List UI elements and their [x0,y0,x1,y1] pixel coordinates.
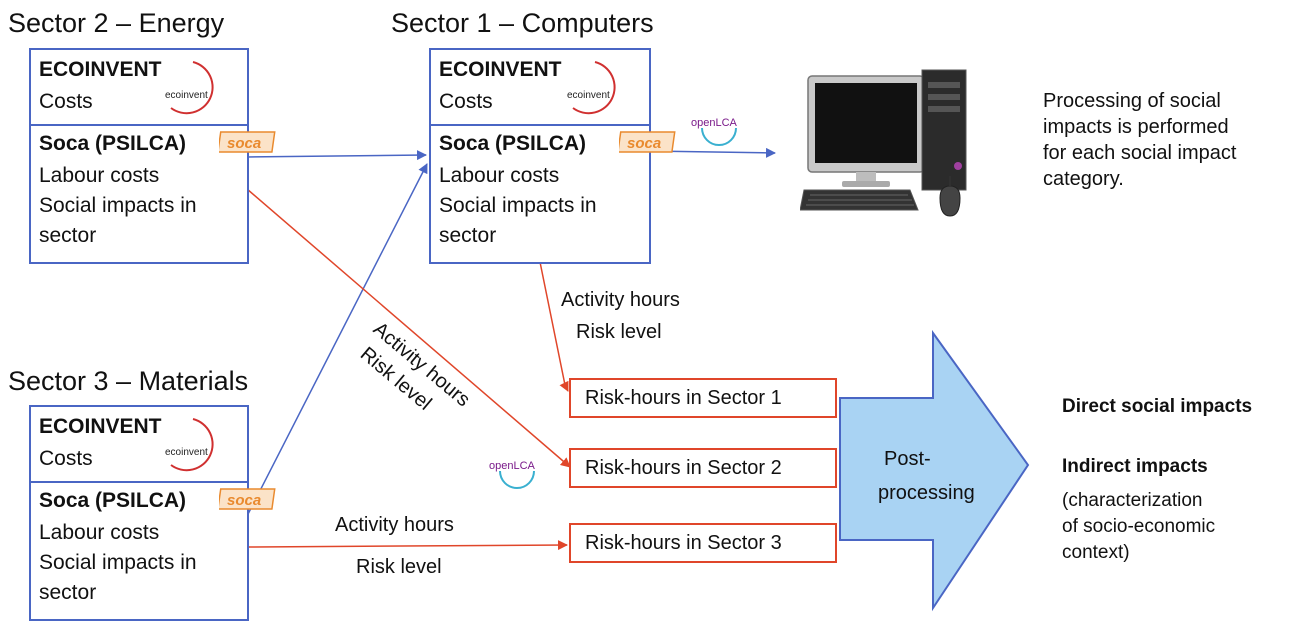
s3-risk-level-label: Risk level [356,556,442,578]
indirect-detail-line: of socio-economic [1062,516,1216,537]
svg-text:openLCA: openLCA [691,117,738,129]
ecoinvent-logo-icon: ecoinvent [165,418,214,472]
post-processing-line: Post- [884,448,931,470]
labour-costs-label: Labour costs [439,164,560,187]
labour-costs-label: Labour costs [39,164,160,187]
arrow-s3-to-s1 [245,163,428,519]
svg-text:soca: soca [227,492,261,509]
svg-text:ecoinvent: ecoinvent [567,90,610,101]
arrow-s2-to-risk2 [246,188,571,468]
post-processing-label: Post- processing [878,442,975,510]
sector-1-title: Sector 1 – Computers [391,8,654,38]
ecoinvent-section: ECOINVENT Costs ecoinvent [431,50,649,126]
sector-label: sector [39,581,97,604]
s3-activity-hours-label: Activity hours [335,514,454,536]
indirect-detail-line: (characterization [1062,490,1203,511]
processing-note: Processing of social impacts is performe… [1043,88,1236,192]
soca-logo-icon: soca [219,488,276,510]
processing-note-line: for each social impact [1043,142,1237,164]
sector-3-box: ECOINVENT Costs ecoinvent Soca (PSILCA) … [29,405,276,621]
ecoinvent-label: ECOINVENT [39,415,162,438]
risk-hours-sector-3-box: Risk-hours in Sector 3 [569,523,837,563]
arrow-s3-to-risk3 [245,540,568,551]
direct-social-impacts-label: Direct social impacts [1062,396,1253,417]
processing-note-line: Processing of social [1043,90,1221,112]
svg-text:ecoinvent: ecoinvent [165,447,208,458]
arrow-s1-to-risk1 [539,261,569,392]
post-processing-arrow [839,329,1030,612]
sector-label: sector [439,224,497,247]
arrow-s2-to-s1 [246,150,427,161]
sector-2-title: Sector 2 – Energy [8,8,225,38]
ecoinvent-section: ECOINVENT Costs ecoinvent [31,50,247,126]
openlca-logo-icon: openLCA [691,117,738,146]
s1-activity-hours-label: Activity hours [561,289,680,311]
svg-text:openLCA: openLCA [489,460,536,472]
soca-logo-icon: soca [219,131,276,153]
post-processing-line: processing [878,482,975,504]
risk-hours-sector-2-box: Risk-hours in Sector 2 [569,448,837,488]
social-impacts-label: Social impacts in [39,551,197,574]
indirect-impacts-label: Indirect impacts [1062,456,1208,477]
costs-label: Costs [439,90,493,113]
costs-label: Costs [39,447,93,470]
desktop-computer-icon [800,69,967,217]
ecoinvent-logo-icon: ecoinvent [567,61,616,115]
soca-psilca-label: Soca (PSILCA) [39,489,187,512]
risk-hours-sector-1-box: Risk-hours in Sector 1 [569,378,837,418]
soca-psilca-label: Soca (PSILCA) [439,132,587,155]
svg-text:soca: soca [627,135,661,152]
social-impacts-label: Social impacts in [39,194,197,217]
svg-text:soca: soca [227,135,261,152]
costs-label: Costs [39,90,93,113]
ecoinvent-label: ECOINVENT [39,58,162,81]
svg-text:ecoinvent: ecoinvent [165,90,208,101]
openlca-logo-icon: openLCA [489,460,536,489]
ecoinvent-logo-icon: ecoinvent [165,61,214,115]
sector-3-title: Sector 3 – Materials [8,366,249,396]
sector-label: sector [39,224,97,247]
processing-note-line: impacts is performed [1043,116,1229,138]
labour-costs-label: Labour costs [39,521,160,544]
indirect-impacts-detail: (characterization of socio-economic cont… [1062,488,1215,566]
sector-2-box: ECOINVENT Costs ecoinvent Soca (PSILCA) … [29,48,276,264]
indirect-detail-line: context) [1062,542,1130,563]
ecoinvent-section: ECOINVENT Costs ecoinvent [31,407,247,483]
sector-1-box: ECOINVENT Costs ecoinvent Soca (PSILCA) … [429,48,676,264]
processing-note-line: category. [1043,168,1124,190]
soca-psilca-label: Soca (PSILCA) [39,132,187,155]
social-impacts-label: Social impacts in [439,194,597,217]
s1-risk-level-label: Risk level [576,321,662,343]
soca-logo-icon: soca [619,131,676,153]
ecoinvent-label: ECOINVENT [439,58,562,81]
